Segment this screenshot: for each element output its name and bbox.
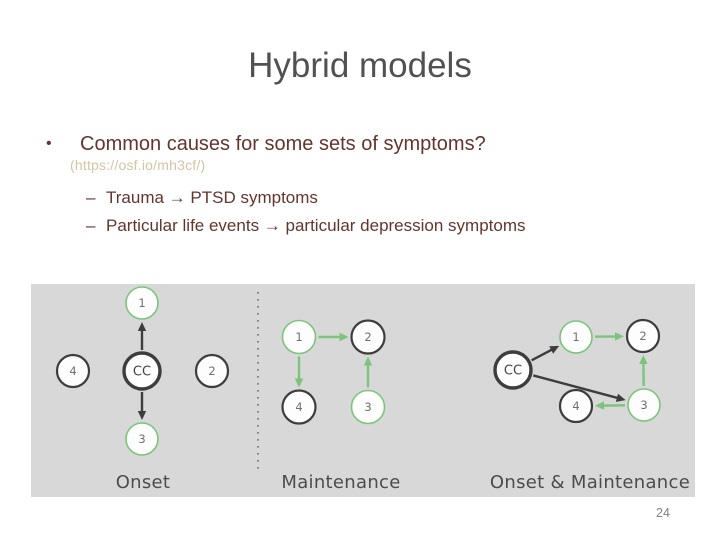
page-title: Hybrid models xyxy=(248,46,472,85)
node-1 xyxy=(559,320,593,354)
node-label: 3 xyxy=(640,398,647,412)
node-label: 4 xyxy=(69,364,76,378)
node-label: 3 xyxy=(364,400,371,414)
edge-arrowhead xyxy=(137,411,147,420)
edge-arrowhead xyxy=(615,393,626,402)
node-label: 2 xyxy=(364,330,371,344)
edge-arrowhead xyxy=(294,378,304,388)
figure-label: Onset xyxy=(116,472,171,493)
edge-arrowhead xyxy=(363,356,373,366)
node-1 xyxy=(281,319,317,355)
node-label: 2 xyxy=(639,329,646,343)
node-3 xyxy=(125,422,159,456)
node-label: 1 xyxy=(138,296,145,310)
node-label: 1 xyxy=(572,330,579,344)
node-4 xyxy=(55,353,91,389)
node-label: 1 xyxy=(295,330,302,344)
dash-glyph: – xyxy=(86,216,96,235)
sub-bullet-text: Particular life events → particular depr… xyxy=(106,216,526,235)
node-CC xyxy=(493,350,533,390)
node-2 xyxy=(194,353,230,389)
figure-label: Maintenance xyxy=(281,472,400,493)
node-label: 3 xyxy=(138,432,145,446)
node-label: CC xyxy=(133,365,151,380)
edge-arrowhead xyxy=(549,345,560,354)
node-label: 4 xyxy=(295,400,302,414)
node-2 xyxy=(625,318,661,354)
figure-label: Onset & Maintenance xyxy=(490,472,690,493)
edge-arrow xyxy=(531,348,554,362)
node-CC xyxy=(122,351,162,391)
edge-arrowhead xyxy=(639,354,648,365)
osf-link[interactable]: (https://osf.io/mh3cf/) xyxy=(70,157,206,173)
node-label: 2 xyxy=(208,364,215,378)
node-3 xyxy=(350,389,386,425)
node-1 xyxy=(125,286,159,320)
bullet-glyph: • xyxy=(46,135,52,152)
sub-bullet-text: Trauma → PTSD symptoms xyxy=(106,188,318,207)
node-3 xyxy=(627,388,661,422)
node-4 xyxy=(558,388,594,424)
sub-bullet-item: –Trauma → PTSD symptoms xyxy=(86,188,318,208)
dash-glyph: – xyxy=(86,188,96,207)
sub-bullet-item: –Particular life events → particular dep… xyxy=(86,216,526,236)
node-label: 4 xyxy=(572,399,579,413)
node-label: CC xyxy=(504,364,522,379)
page-number: 24 xyxy=(656,506,670,520)
edge-arrowhead xyxy=(137,322,147,331)
edge-arrow xyxy=(532,374,620,400)
node-2 xyxy=(350,319,386,355)
edge-arrowhead xyxy=(594,401,605,410)
node-4 xyxy=(281,389,317,425)
edge-arrowhead xyxy=(614,332,625,341)
bullet-text: Common causes for some sets of symptoms? xyxy=(80,133,486,155)
edge-arrowhead xyxy=(339,332,349,342)
bullet-item: • Common causes for some sets of symptoms… xyxy=(46,132,486,156)
